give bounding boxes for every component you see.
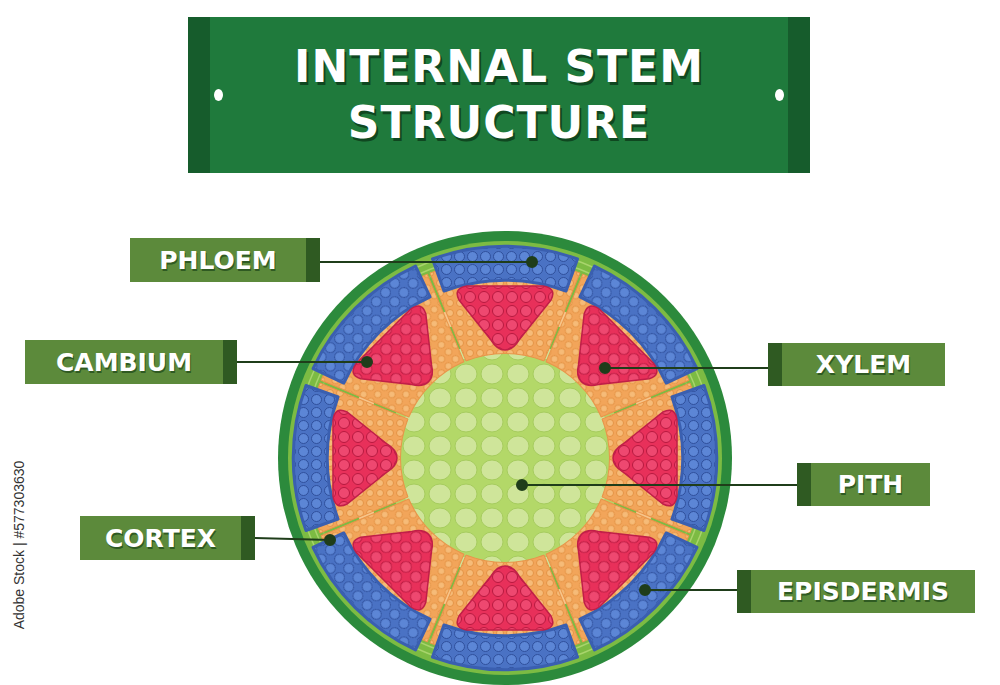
label-box: PHLOEM [130, 238, 320, 282]
label-box: PITH [797, 463, 930, 506]
label-box: CORTEX [80, 516, 255, 560]
watermark: Adobe Stock | #577303630 [11, 461, 27, 630]
part-label: CORTEX [105, 524, 216, 553]
title-banner: INTERNAL STEM STRUCTURE [188, 17, 810, 173]
part-label: PITH [838, 470, 904, 499]
label-box: XYLEM [768, 343, 945, 386]
label-box: EPISDERMIS [737, 570, 975, 613]
title: INTERNAL STEM STRUCTURE [284, 39, 714, 151]
part-label: XYLEM [816, 350, 911, 379]
label-box: CAMBIUM [25, 340, 237, 384]
banner-pin [214, 89, 223, 101]
leader-lines [237, 257, 797, 595]
part-label: PHLOEM [159, 246, 277, 275]
part-label: EPISDERMIS [777, 577, 949, 606]
part-label: CAMBIUM [56, 348, 192, 377]
banner-pin [775, 89, 784, 101]
